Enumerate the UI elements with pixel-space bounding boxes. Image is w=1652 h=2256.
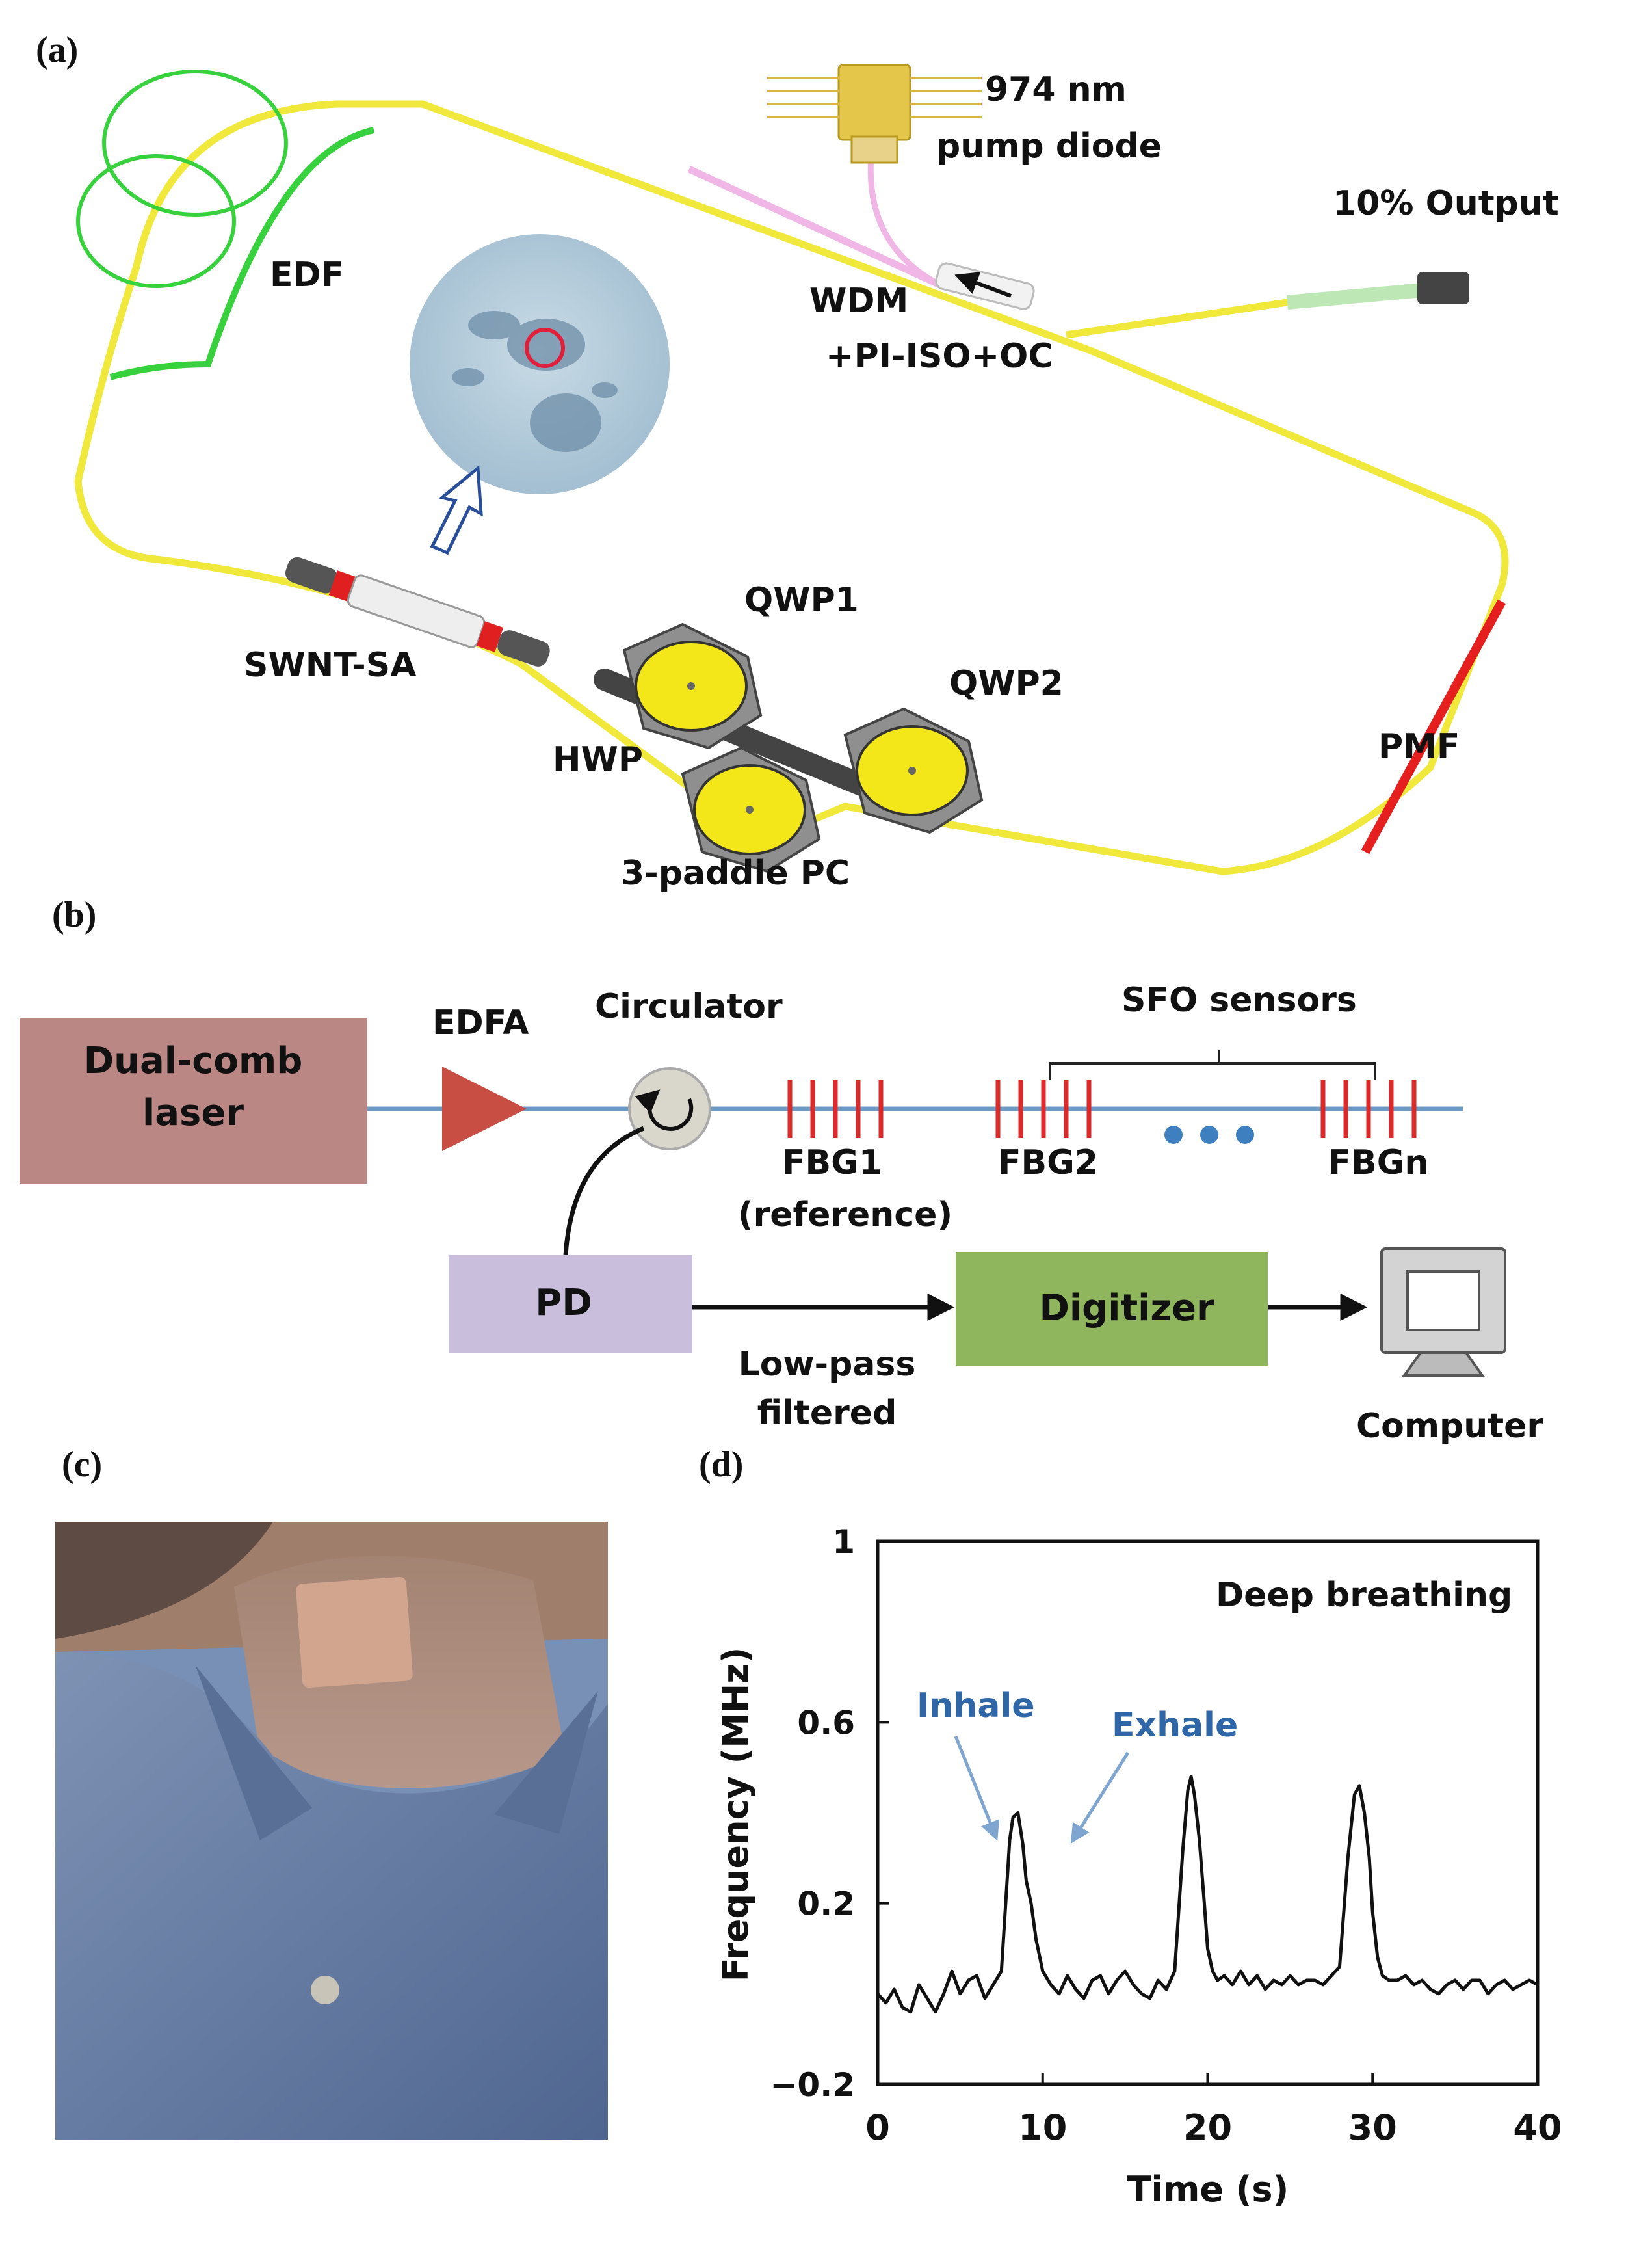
direction-arrow (954, 272, 1012, 298)
pd-box (449, 1255, 692, 1353)
zoom-arrow (430, 465, 483, 555)
fbg1-grating (787, 1080, 884, 1138)
circulator (628, 1067, 711, 1150)
panel-label-d: (d) (699, 1444, 743, 1485)
wdm-label-line2: +PI-ISO+OC (826, 337, 1053, 376)
lowpass-label-line1: Low-pass (739, 1345, 916, 1384)
frequency-series-line (876, 1775, 1539, 2014)
circulator-label: Circulator (595, 987, 783, 1026)
digitizer-label: Digitizer (1039, 1287, 1214, 1329)
panel-label-a: (a) (36, 30, 78, 70)
pd-label: PD (535, 1282, 592, 1324)
sfo-sensors-bracket (1049, 1050, 1376, 1080)
breathing-chart: 1 0.6 0.2 −0.2 0 10 20 30 40 Inhale Exhale Deep… (715, 1523, 1562, 2210)
pump-fiber (687, 166, 945, 289)
fbg1-label-line1: FBG1 (782, 1143, 882, 1182)
pmf-label: PMF (1378, 727, 1460, 766)
edf-fiber (109, 127, 375, 380)
chart-annotation: Deep breathing (1216, 1576, 1512, 1615)
pump-label-line2: pump diode (936, 127, 1162, 166)
exhale-pointer (1070, 1751, 1130, 1844)
y-axis-label: Frequency (MHz) (715, 1647, 756, 1982)
pump-lead-fiber (867, 155, 945, 289)
lowpass-label-line2: filtered (757, 1394, 897, 1433)
dual-comb-setup-diagram (20, 1018, 1506, 1377)
plot-frame (876, 1539, 1540, 2086)
swnt-sa-label: SWNT-SA (244, 646, 416, 685)
pump-label-line1: 974 nm (985, 70, 1127, 109)
qwp2-label: QWP2 (949, 664, 1064, 703)
computer-icon (1380, 1247, 1506, 1377)
pc-label: 3-paddle PC (621, 854, 850, 893)
fbg2-grating (995, 1080, 1092, 1138)
wdm-label-line1: WDM (809, 282, 908, 321)
inhale-pointer (954, 1736, 1000, 1841)
fiber-ring-laser-diagram (74, 64, 1509, 875)
dual-comb-laser-box (20, 1018, 367, 1184)
qwp1-label: QWP1 (744, 581, 859, 620)
paddle-qwp2 (843, 707, 984, 834)
y-tick-label: 0.6 (797, 1704, 855, 1742)
panel-label-b: (b) (52, 895, 96, 935)
x-tick-label: 0 (865, 2107, 890, 2148)
inhale-label: Inhale (917, 1686, 1035, 1725)
ellipsis-dots (1164, 1126, 1254, 1144)
output-connector-boot (1287, 282, 1431, 310)
edf-coil-1 (102, 70, 288, 217)
edf-coil-2 (76, 154, 236, 288)
hwp-label: HWP (553, 740, 643, 779)
x-tick-label: 20 (1183, 2107, 1232, 2148)
fbg2-label: FBG2 (998, 1143, 1098, 1182)
paddle-qwp1 (622, 622, 763, 750)
circulator-arrow (635, 1089, 694, 1131)
y-tick-label: −0.2 (770, 2066, 855, 2104)
panel-label-c: (c) (62, 1444, 102, 1485)
edfa-amplifier (442, 1067, 527, 1151)
paddle-hwp (681, 746, 821, 873)
nanotube-clusters (452, 311, 618, 452)
output-label: 10% Output (1333, 184, 1559, 223)
fbgn-grating (1320, 1080, 1417, 1138)
x-axis-label: Time (s) (1127, 2169, 1289, 2210)
edfa-label: EDFA (432, 1003, 529, 1042)
pump-diode (767, 64, 982, 164)
laser-label-line1: Dual-comb (84, 1040, 303, 1082)
sfo-sensors-label: SFO sensors (1121, 981, 1357, 1020)
y-tick-label: 1 (832, 1523, 855, 1561)
digitizer-box (956, 1252, 1268, 1366)
x-tick-label: 40 (1513, 2107, 1562, 2148)
computer-label: Computer (1356, 1407, 1543, 1446)
x-tick-label: 10 (1018, 2107, 1067, 2148)
swnt-sa-connector (285, 557, 550, 667)
sensor-bandage (296, 1576, 413, 1688)
polarization-controller (594, 622, 984, 873)
x-axis-ticks: 0 10 20 30 40 (865, 2073, 1562, 2148)
exhale-label: Exhale (1112, 1706, 1238, 1745)
laser-label-line2: laser (142, 1092, 244, 1134)
y-tick-label: 0.2 (797, 1885, 855, 1923)
circulator-to-pd-fiber (563, 1126, 645, 1256)
fbgn-label: FBGn (1328, 1143, 1429, 1182)
sa-highlight-circle (525, 328, 565, 368)
x-tick-label: 30 (1348, 2107, 1397, 2148)
edf-label: EDF (270, 256, 344, 295)
pmf-fiber (1361, 599, 1506, 855)
wearable-sensor-photo (55, 1522, 608, 2140)
y-axis-ticks: 1 0.6 0.2 −0.2 (770, 1523, 889, 2104)
output-connector (1417, 272, 1469, 304)
fbg1-label-line2: (reference) (738, 1195, 952, 1234)
